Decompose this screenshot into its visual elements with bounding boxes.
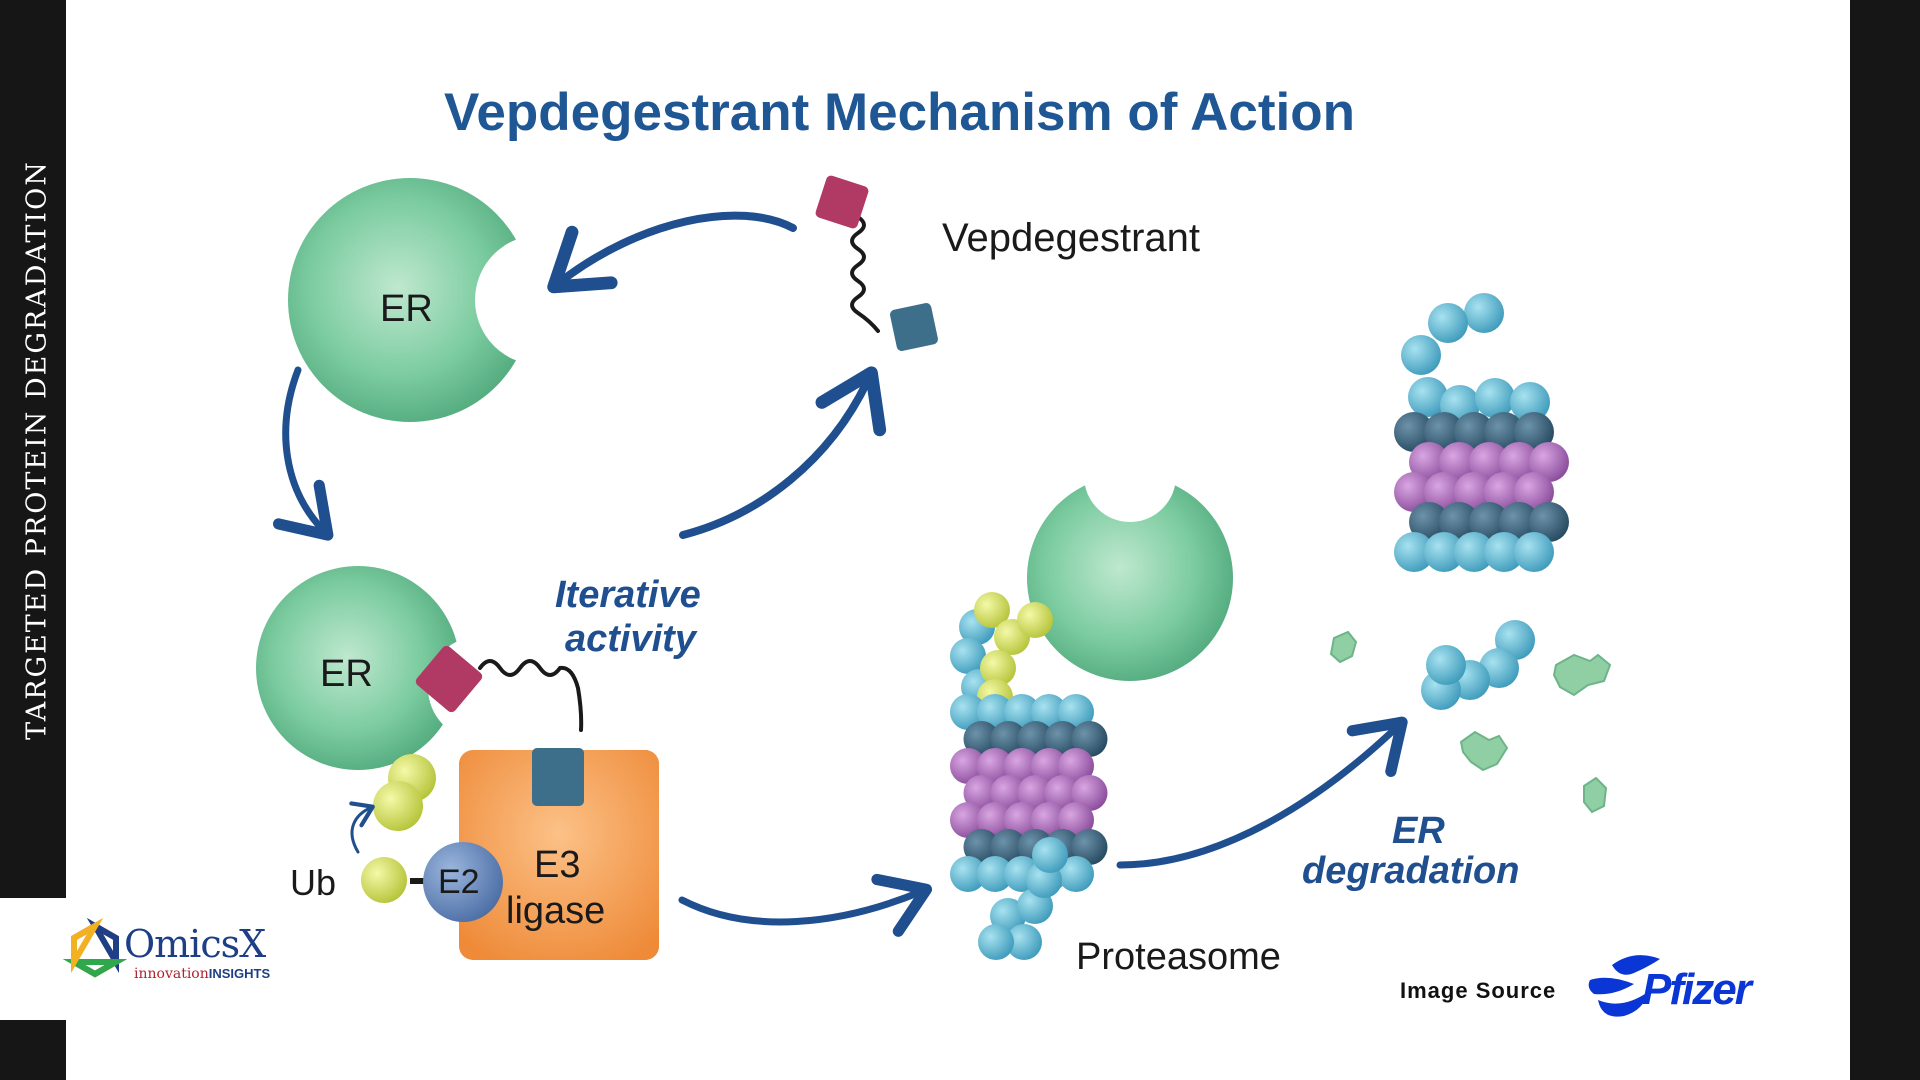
proteasome-bead — [1484, 532, 1524, 572]
degraded-fragments — [1329, 630, 1612, 814]
proteasome-bead — [1044, 721, 1081, 757]
proteasome-bead — [1424, 532, 1464, 572]
proteasome-bead — [977, 802, 1013, 838]
er-degradation-label-2: degradation — [1302, 850, 1520, 892]
proteasome-bead — [1394, 472, 1434, 512]
proteasome-bead — [1499, 502, 1539, 542]
omicsx-tagline: innovationINSIGHTS — [134, 966, 270, 982]
omicsx-logo-mark — [62, 917, 128, 978]
proteasome-bead — [1514, 532, 1554, 572]
er-complex-label: ER — [320, 653, 373, 695]
proteasome-bead — [1044, 775, 1081, 811]
proteasome-bead — [1439, 502, 1479, 542]
proteasome-bead — [1484, 412, 1524, 452]
diagram-title: Vepdegestrant Mechanism of Action — [444, 83, 1355, 142]
proteasome-bead — [950, 694, 986, 730]
pfizer-logo-text: Pfizer — [1642, 965, 1752, 1014]
right-side-bar — [1850, 0, 1920, 1080]
proteasome-bead — [990, 829, 1027, 865]
ligase-label: ligase — [506, 890, 606, 932]
proteasome-bead — [950, 748, 986, 784]
proteasome-bead — [950, 856, 986, 892]
proteasome-bead — [1031, 694, 1067, 730]
proteasome-bead — [1409, 442, 1449, 482]
omicsx-tagline-b: INSIGHTS — [208, 966, 271, 981]
pfizer-logo-mark — [1588, 955, 1660, 1017]
proteasome-bead — [1454, 412, 1494, 452]
proteasome-bead — [1484, 472, 1524, 512]
proteasome-bead — [990, 775, 1027, 811]
left-side-bar — [0, 0, 66, 898]
proteasome-bead — [1017, 775, 1054, 811]
proteasome-bead — [1017, 721, 1054, 757]
er-degradation-label-1: ER — [1392, 810, 1445, 852]
left-side-bar-bottom — [0, 1020, 66, 1080]
proteasome-bead — [1439, 442, 1479, 482]
proteasome-subunits — [1394, 412, 1569, 572]
omicsx-logo-text: OmicsX — [124, 922, 266, 966]
proteasome-label: Proteasome — [1076, 936, 1281, 978]
er-top — [288, 178, 605, 422]
iterative-activity-label-1: Iterative — [555, 574, 701, 616]
proteasome-bead — [1424, 412, 1464, 452]
proteasome-engaging — [950, 430, 1233, 960]
ub-label: Ub — [290, 862, 337, 903]
proteasome-bead — [1454, 532, 1494, 572]
proteasome-bead — [1058, 694, 1094, 730]
proteasome-bead — [1529, 502, 1569, 542]
proteasome-bead — [963, 721, 1000, 757]
iterative-activity-label-2: activity — [565, 618, 696, 660]
proteasome-bead — [1454, 472, 1494, 512]
proteasome-bead — [963, 829, 1000, 865]
proteasome-bead — [977, 856, 1013, 892]
e3-label: E3 — [534, 844, 581, 886]
proteasome-bead — [1031, 748, 1067, 784]
proteasome-subunits — [950, 694, 1108, 892]
proteasome-bead — [977, 694, 1013, 730]
proteasome-bead — [1424, 472, 1464, 512]
proteasome-bead — [990, 721, 1027, 757]
proteasome-bead — [1004, 694, 1040, 730]
proteasome-bead — [1071, 829, 1108, 865]
proteasome-released — [1394, 293, 1569, 710]
cycle-arrows — [272, 211, 1408, 937]
proteasome-bead — [1071, 721, 1108, 757]
proteasome-bead — [1469, 502, 1509, 542]
proteasome-bead — [1514, 412, 1554, 452]
proteasome-bead — [1058, 748, 1094, 784]
proteasome-bead — [1004, 748, 1040, 784]
er-complex — [256, 566, 659, 960]
proteasome-bead — [1031, 802, 1067, 838]
proteasome-bead — [1529, 442, 1569, 482]
proteasome-bead — [1469, 442, 1509, 482]
proteasome-bead — [1071, 775, 1108, 811]
proteasome-bead — [1394, 532, 1434, 572]
proteasome-bead — [1514, 472, 1554, 512]
vepdegestrant-molecule — [815, 175, 938, 351]
er-top-label: ER — [380, 288, 433, 330]
proteasome-bead — [977, 748, 1013, 784]
vepdegestrant-label: Vepdegestrant — [942, 216, 1200, 260]
proteasome-bead — [1058, 856, 1094, 892]
e2-label: E2 — [438, 863, 480, 901]
image-source-label: Image Source — [1400, 978, 1557, 1003]
proteasome-bead — [950, 802, 986, 838]
proteasome-bead — [1499, 442, 1539, 482]
proteasome-bead — [1004, 802, 1040, 838]
proteasome-bead — [1058, 802, 1094, 838]
proteasome-bead — [1394, 412, 1434, 452]
proteasome-bead — [1409, 502, 1449, 542]
omicsx-tagline-a: innovation — [134, 966, 209, 982]
proteasome-bead — [963, 775, 1000, 811]
